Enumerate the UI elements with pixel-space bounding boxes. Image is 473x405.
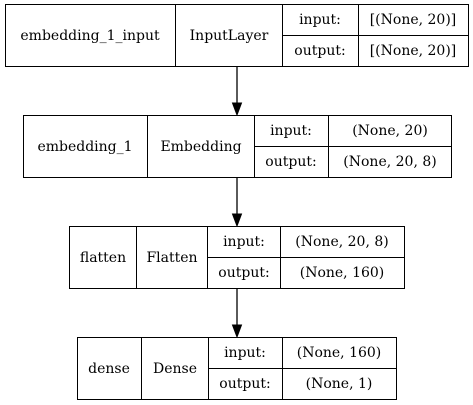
edge-arrow <box>231 66 243 117</box>
input-shape: (None, 160) <box>297 345 382 361</box>
input-shape: (None, 20) <box>352 123 428 139</box>
layer-type: Dense <box>153 361 197 377</box>
layer-node-embedding-1-input: embedding_1_input InputLayer input: [(No… <box>5 4 469 67</box>
layer-name: flatten <box>80 250 126 266</box>
output-shape: [(None, 20)] <box>370 43 457 59</box>
output-label: output: <box>265 154 316 170</box>
layer-type: Flatten <box>146 250 197 266</box>
input-shape: (None, 20, 8) <box>295 234 388 250</box>
input-label: input: <box>223 234 265 250</box>
arrow-head <box>231 213 243 228</box>
arrow-head <box>231 324 243 339</box>
layer-name: embedding_1 <box>37 139 132 155</box>
output-shape: (None, 1) <box>306 376 373 392</box>
layer-node-dense: dense Dense input: (None, 160) output: (… <box>77 337 397 400</box>
input-label: input: <box>299 12 341 28</box>
layer-node-embedding-1: embedding_1 Embedding input: (None, 20) … <box>23 115 452 178</box>
layer-name: embedding_1_input <box>20 28 160 44</box>
output-label: output: <box>294 43 345 59</box>
output-label: output: <box>218 265 269 281</box>
output-label: output: <box>219 376 270 392</box>
input-label: input: <box>270 123 312 139</box>
edge-arrow <box>231 177 243 228</box>
arrow-head <box>231 102 243 117</box>
layer-node-flatten: flatten Flatten input: (None, 20, 8) out… <box>69 226 405 289</box>
layer-name: dense <box>88 361 130 377</box>
input-shape: [(None, 20)] <box>370 12 457 28</box>
input-label: input: <box>224 345 266 361</box>
layer-type: Embedding <box>160 139 241 155</box>
edge-arrow <box>231 288 243 339</box>
layer-type: InputLayer <box>190 28 269 44</box>
output-shape: (None, 20, 8) <box>343 154 436 170</box>
output-shape: (None, 160) <box>300 265 385 281</box>
